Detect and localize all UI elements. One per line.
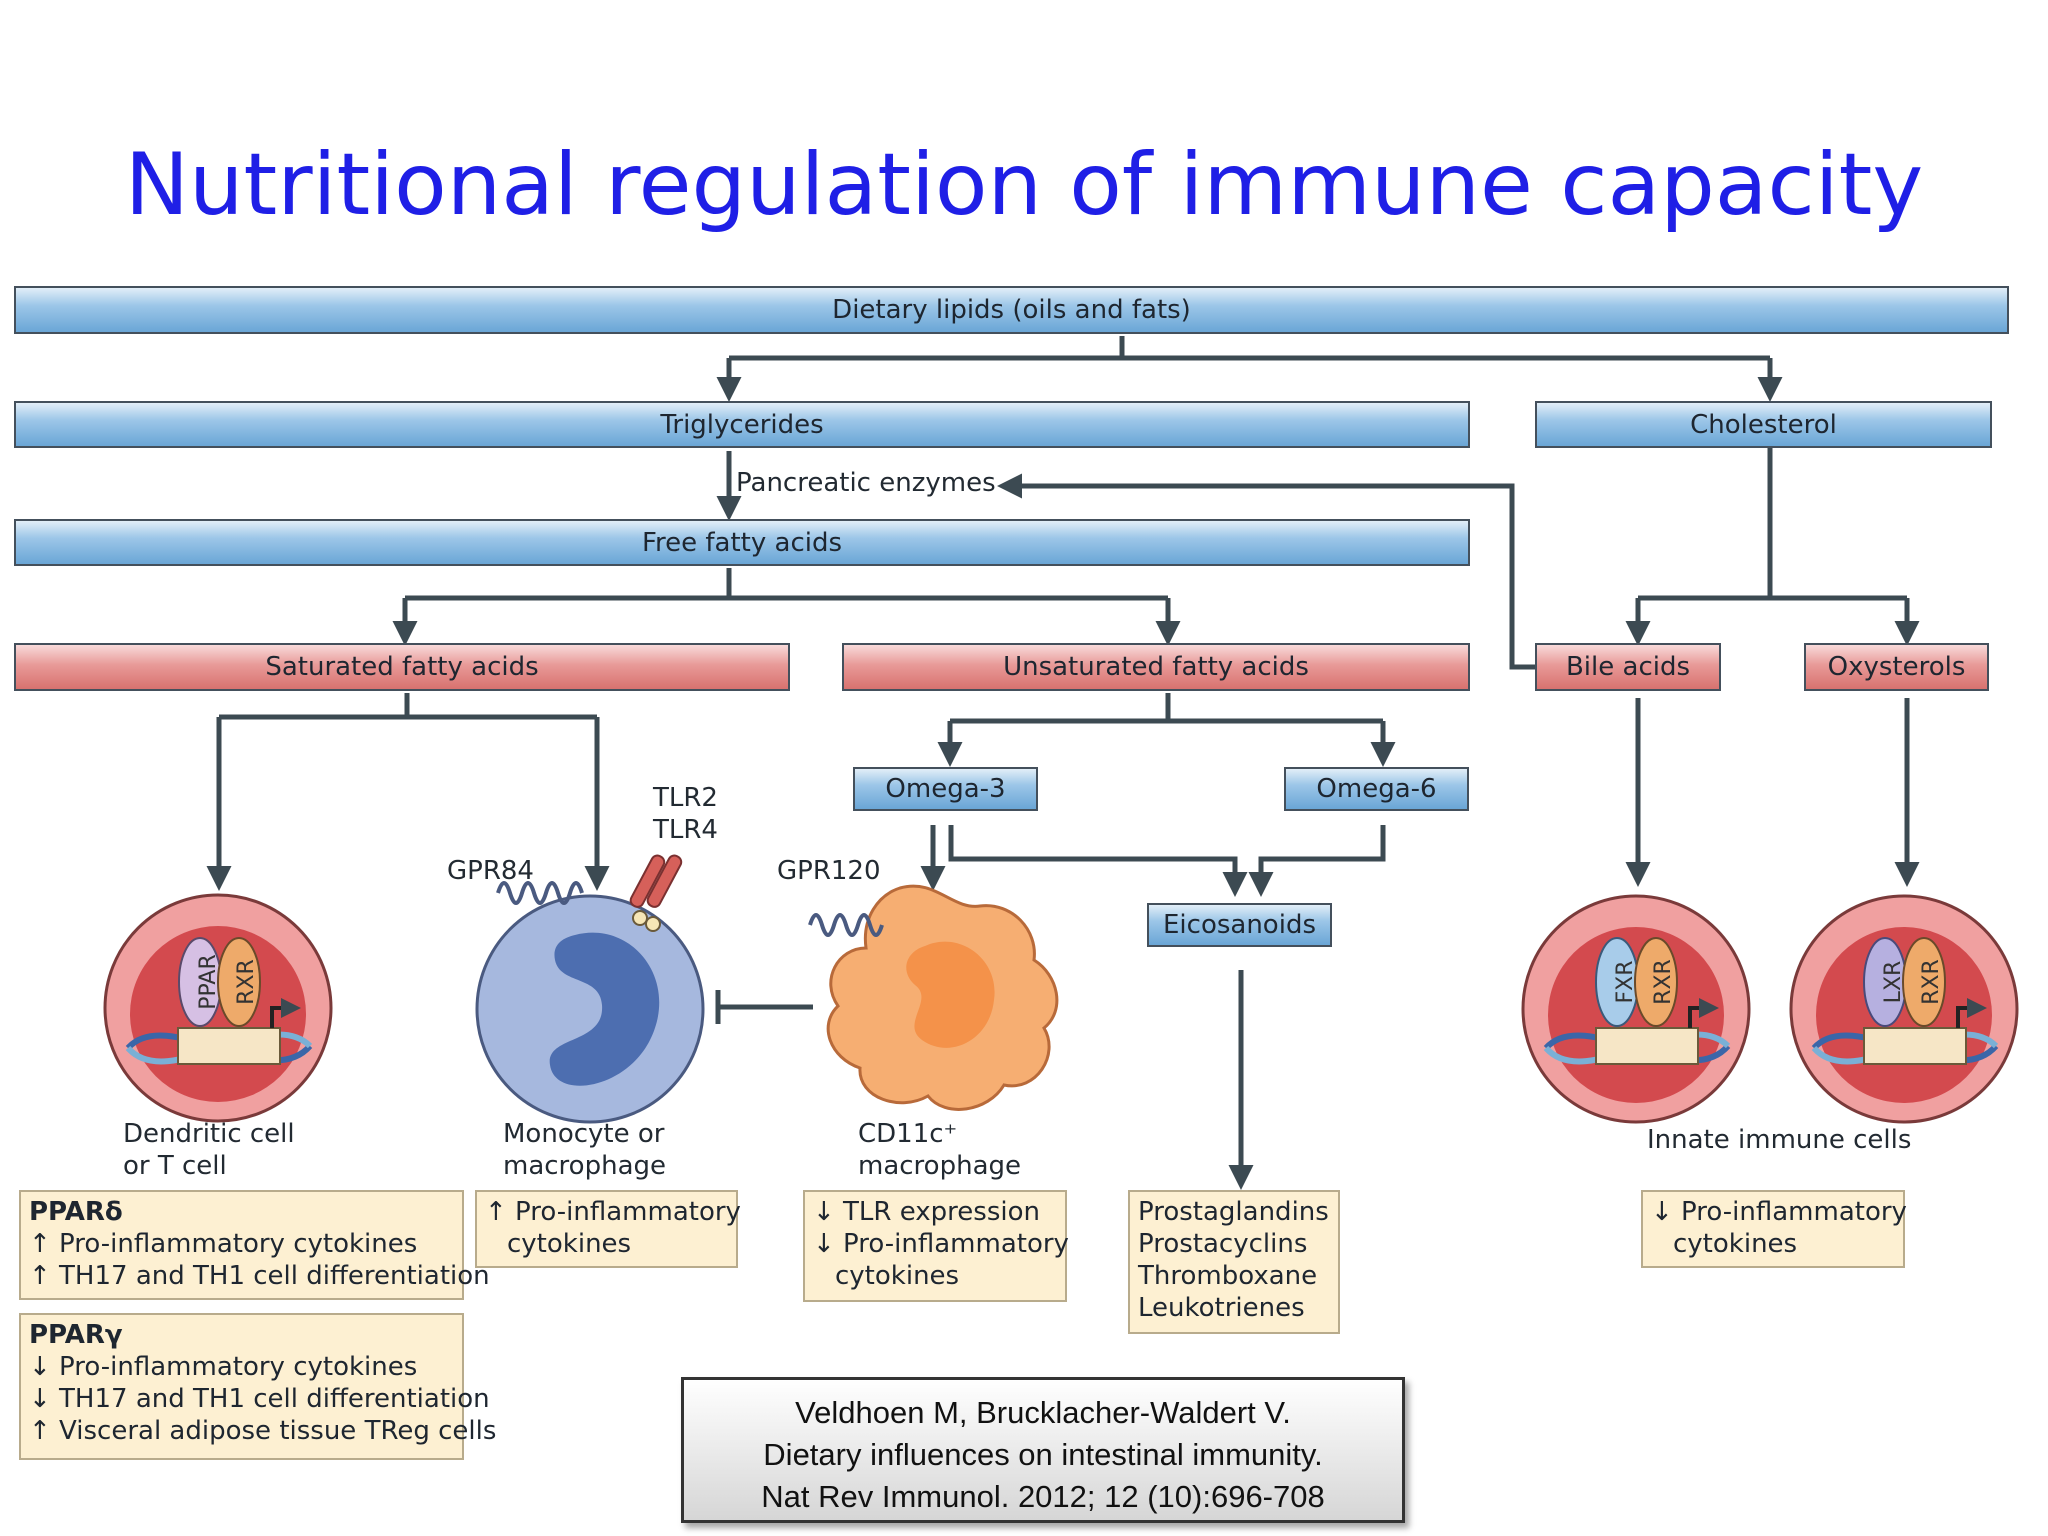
cd11c-effect-line: ↓ Pro-inflammatory (813, 1229, 1069, 1259)
ppar-label: PPAR (196, 954, 221, 1009)
dietary-lipids-bar: Dietary lipids (oils and fats) (14, 286, 2009, 334)
inhibition-cd11c-monocyte (715, 990, 813, 1024)
monocyte-effect-box: ↑ Pro-inflammatory cytokines (475, 1190, 741, 1268)
rxr-label-dc: RXR (234, 959, 259, 1005)
citation-title: Dietary influences on intestinal immunit… (763, 1437, 1323, 1472)
dendritic-cell-label-line1: Dendritic cell (123, 1119, 295, 1149)
monocyte-label-line2: macrophage (503, 1151, 666, 1181)
dendritic-cell-label-line2: or T cell (123, 1151, 227, 1181)
rxr-label-fxr: RXR (1651, 959, 1676, 1005)
lxr-label: LXR (1881, 961, 1906, 1004)
eicosanoid-products-box: Prostaglandins Prostacyclins Thromboxane… (1128, 1190, 1340, 1334)
dendritic-cell-icon: PPAR RXR (103, 893, 333, 1123)
arrow-chol-split (1638, 448, 1907, 601)
monocyte-label-line1: Monocyte or (503, 1119, 665, 1149)
cd11c-macrophage-icon (808, 884, 1059, 1111)
eicosanoids-box: Eicosanoids (1147, 903, 1332, 947)
ppar-gamma-line: ↓ TH17 and TH1 cell differentiation (29, 1384, 490, 1414)
monocyte-effect-line: cytokines (507, 1229, 632, 1259)
monocyte-effect-line: ↑ Pro-inflammatory (485, 1197, 741, 1227)
eicosanoid-product-line: Prostaglandins (1138, 1197, 1329, 1227)
tlr2-label: TLR2 (653, 783, 718, 813)
arrow-omega3-to-eicosanoids (948, 825, 1248, 897)
ppar-gamma-line: ↓ Pro-inflammatory cytokines (29, 1352, 418, 1382)
cd11c-label-line1: CD11c⁺ (858, 1119, 958, 1149)
arrow-sat-split (219, 693, 597, 720)
ppar-delta-heading: PPARδ (29, 1197, 123, 1227)
cholesterol-bar: Cholesterol (1535, 401, 1992, 448)
ppar-delta-effect-box: PPARδ ↑ Pro-inflammatory cytokines ↑ TH1… (19, 1190, 490, 1300)
cd11c-effect-line: ↓ TLR expression (813, 1197, 1040, 1227)
arrow-omega6-to-eicosanoids (1248, 825, 1386, 897)
omega-6-box: Omega-6 (1284, 767, 1469, 811)
tlr4-bar (646, 854, 683, 908)
monocyte-icon (475, 854, 705, 1124)
innate-cell-fxr-icon: FXR RXR (1521, 894, 1751, 1124)
ppar-gamma-effect-box: PPARγ ↓ Pro-inflammatory cytokines ↓ TH1… (19, 1313, 497, 1460)
citation-authors: Veldhoen M, Brucklacher-Waldert V. (795, 1395, 1291, 1430)
eicosanoid-product-line: Leukotrienes (1138, 1293, 1305, 1323)
fxr-label: FXR (1613, 960, 1638, 1003)
innate-cell-lxr-icon: LXR RXR (1789, 894, 2019, 1124)
innate-effect-line: ↓ Pro-inflammatory (1651, 1197, 1907, 1227)
omega-3-box: Omega-3 (853, 767, 1038, 811)
cd11c-label-line2: macrophage (858, 1151, 1021, 1181)
pancreatic-enzymes-label: Pancreatic enzymes (736, 468, 996, 498)
gpr84-receptor-icon (496, 881, 584, 905)
unsaturated-fatty-acids-bar: Unsaturated fatty acids (842, 643, 1470, 691)
tlr2-bar (629, 854, 666, 908)
arrow-ffa-split (405, 568, 1168, 601)
arrow-bile-to-enzymes (997, 473, 1546, 670)
ppar-gamma-line: ↑ Visceral adipose tissue TReg cells (29, 1416, 497, 1446)
eicosanoid-product-line: Prostacyclins (1138, 1229, 1308, 1259)
innate-immune-cells-label: Innate immune cells (1647, 1125, 1912, 1155)
gpr84-label: GPR84 (447, 856, 534, 886)
saturated-fatty-acids-bar: Saturated fatty acids (14, 643, 790, 691)
arrow-lipids-split (729, 336, 1770, 361)
innate-effect-box: ↓ Pro-inflammatory cytokines (1641, 1190, 1907, 1268)
arrow-unsat-split (950, 693, 1383, 724)
innate-effect-line: cytokines (1673, 1229, 1798, 1259)
eicosanoid-product-line: Thromboxane (1138, 1261, 1318, 1291)
rxr-label-lxr: RXR (1919, 959, 1944, 1005)
tlr4-label: TLR4 (653, 815, 718, 845)
bile-acids-bar: Bile acids (1535, 643, 1721, 691)
ppar-gamma-heading: PPARγ (29, 1320, 123, 1350)
ppar-delta-line: ↑ Pro-inflammatory cytokines (29, 1229, 418, 1259)
citation-box: Veldhoen M, Brucklacher-Waldert V. Dieta… (681, 1377, 1405, 1523)
cd11c-effect-line: cytokines (835, 1261, 960, 1291)
cd11c-effect-box: ↓ TLR expression ↓ Pro-inflammatory cyto… (803, 1190, 1069, 1302)
page-title: Nutritional regulation of immune capacit… (124, 135, 1924, 235)
gpr120-label: GPR120 (777, 856, 881, 886)
gpr120-receptor-icon (808, 913, 884, 937)
ppar-delta-line: ↑ TH17 and TH1 cell differentiation (29, 1261, 490, 1291)
citation-journal: Nat Rev Immunol. 2012; 12 (10):696-708 (761, 1479, 1325, 1514)
free-fatty-acids-bar: Free fatty acids (14, 519, 1470, 566)
oxysterols-bar: Oxysterols (1804, 643, 1989, 691)
triglycerides-bar: Triglycerides (14, 401, 1470, 448)
